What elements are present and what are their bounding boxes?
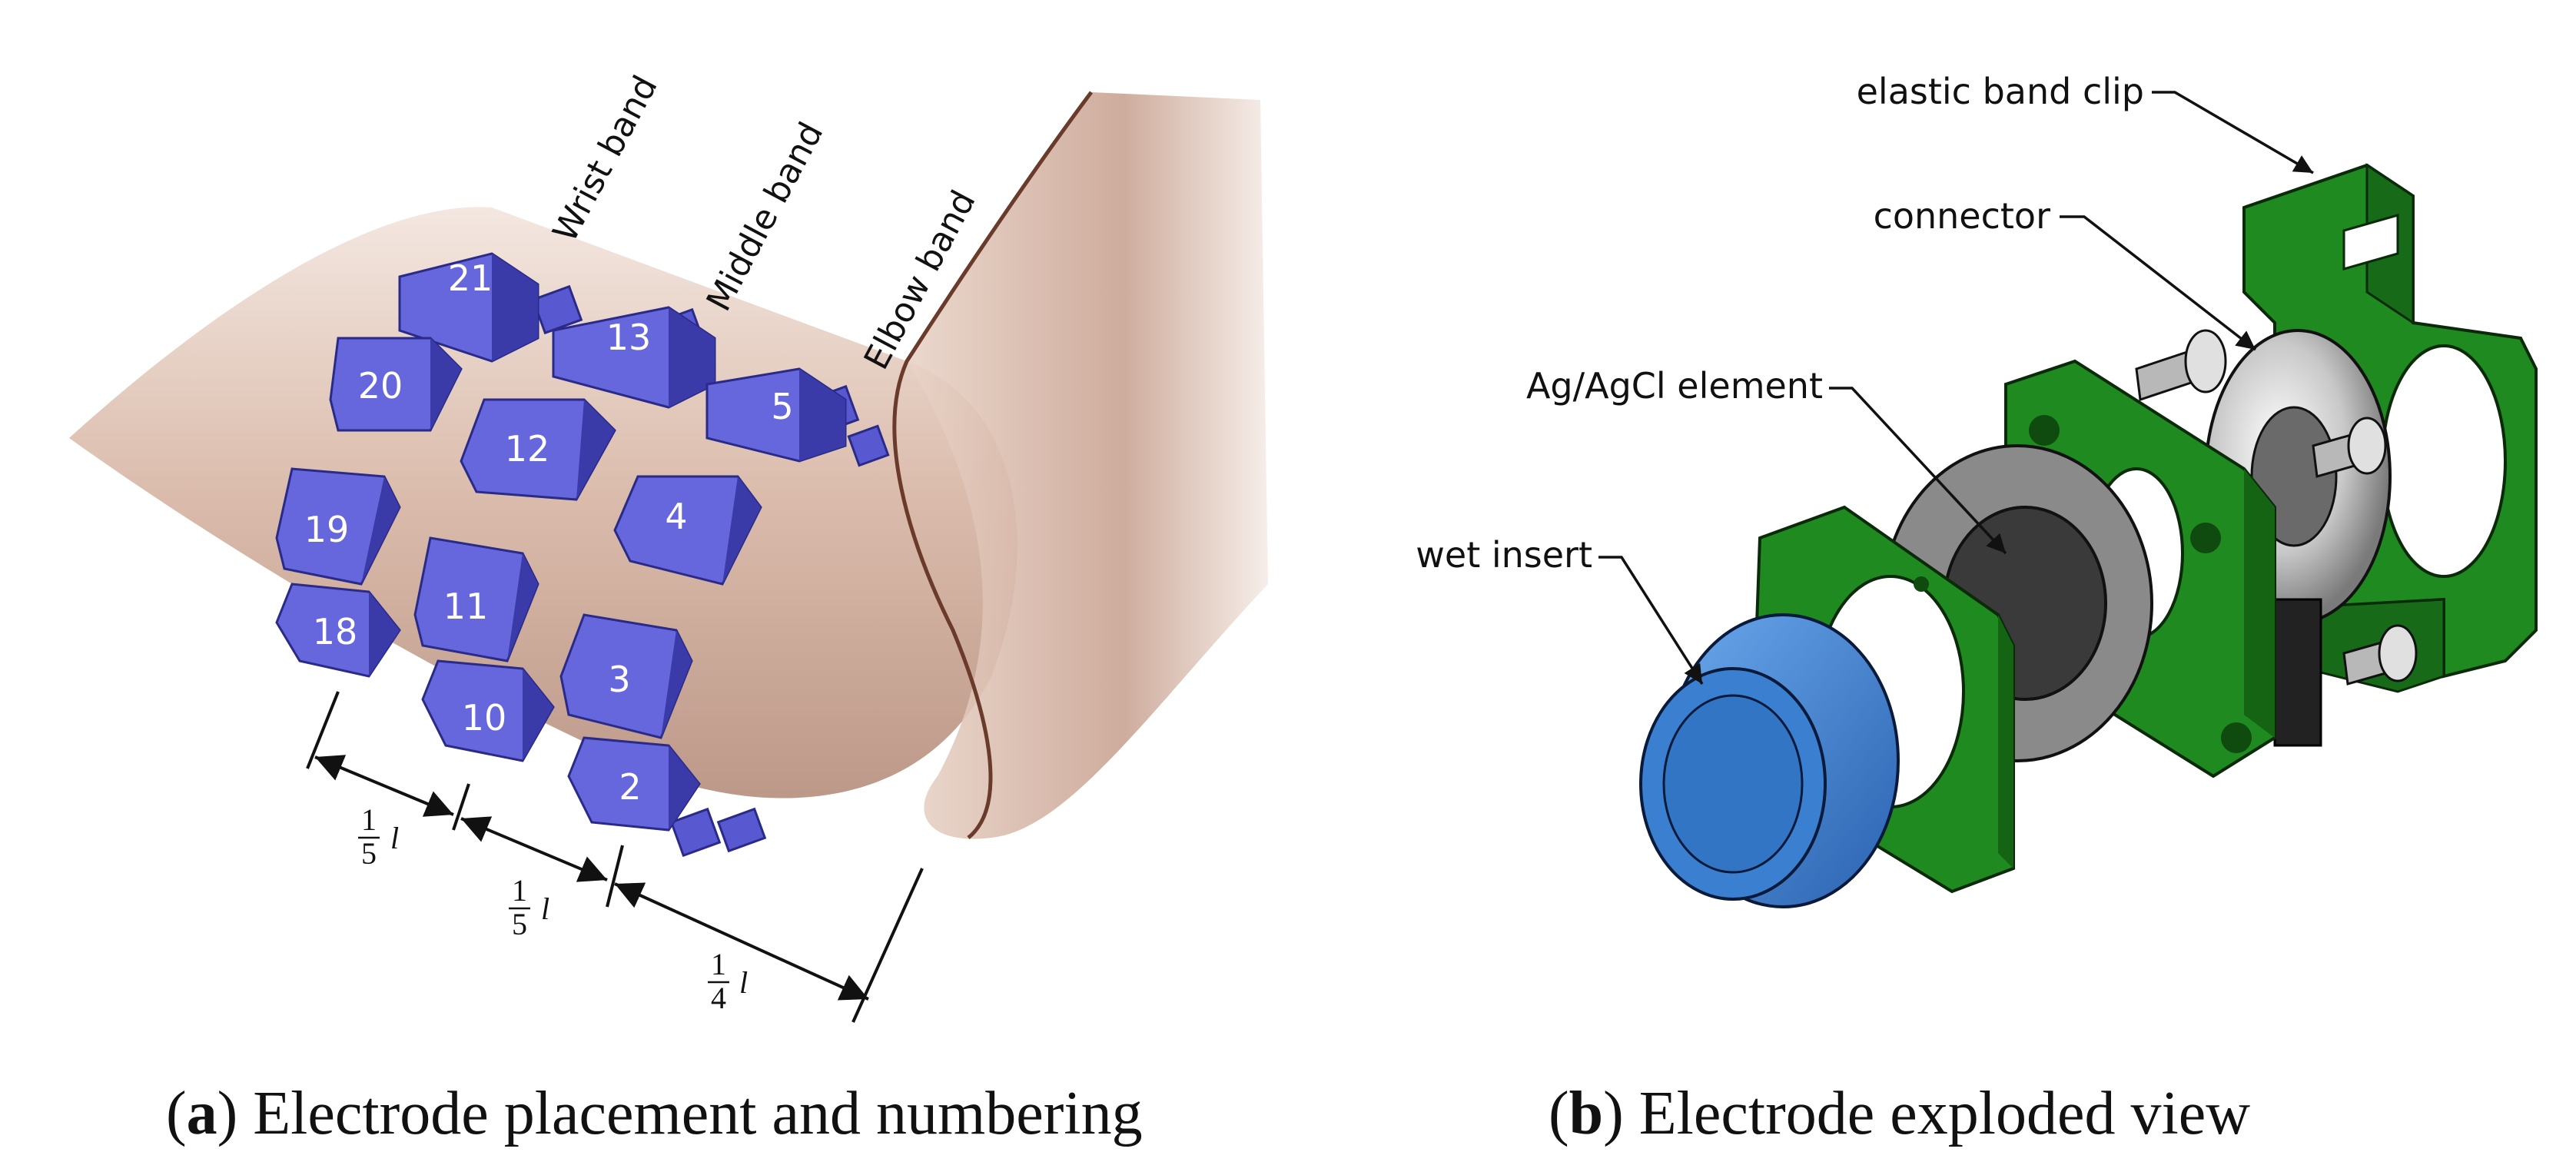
svg-text:l: l — [739, 965, 748, 1000]
svg-text:5: 5 — [512, 907, 527, 941]
electrode-label: 13 — [606, 317, 652, 358]
leader-lines — [1598, 91, 2314, 685]
electrode-label: 2 — [619, 766, 641, 808]
electrode-18: 18 — [275, 583, 401, 678]
electrode-19: 19 — [275, 467, 401, 586]
electrode-label: 3 — [608, 659, 630, 700]
electrode-label: 5 — [771, 386, 793, 427]
dimension-label-3: 1 4 l — [708, 947, 748, 1015]
electrode-label: 11 — [443, 586, 489, 627]
screws — [2135, 329, 2418, 686]
electrode-label: 21 — [448, 257, 493, 299]
electrode-11: 11 — [413, 536, 539, 662]
svg-text:1: 1 — [512, 873, 527, 908]
electrode-12: 12 — [460, 398, 616, 501]
electrode-label: 12 — [505, 428, 550, 470]
electrode-21: 21 — [398, 252, 539, 363]
forearm — [69, 207, 1017, 798]
electrode-13: 13 — [552, 306, 716, 409]
electrode-20: 20 — [329, 337, 463, 432]
elbow-outline — [892, 91, 1094, 839]
electrode-4: 4 — [613, 475, 762, 586]
caption-b: (b) Electrode exploded view — [1549, 1080, 2250, 1147]
part-label-connector: connector — [1874, 195, 2051, 237]
electrode-label: 19 — [304, 509, 350, 550]
dimension-label-2: 1 5 l — [509, 873, 549, 941]
electrode-10: 10 — [421, 659, 555, 762]
electrode-2: 2 — [567, 736, 701, 832]
svg-text:1: 1 — [711, 947, 726, 981]
band-label-wrist: Wrist band — [546, 69, 666, 248]
part-label-elastic-band-clip: elastic band clip — [1857, 71, 2144, 112]
svg-text:5: 5 — [361, 836, 377, 871]
electrode-label: 4 — [665, 496, 687, 537]
electrode-label: 20 — [358, 365, 403, 407]
part-label-agagcl-element: Ag/AgCl element — [1526, 365, 1823, 407]
wet-insert — [1639, 613, 1900, 908]
svg-text:l: l — [541, 891, 549, 926]
electrode-label: 10 — [462, 697, 507, 739]
panel-b: elastic band clip connector Ag/AgCl elem… — [1416, 71, 2538, 1147]
panel-a: 21 13 5 20 12 4 19 — [69, 69, 1268, 1147]
band-label-middle: Middle band — [699, 116, 832, 317]
svg-text:1: 1 — [361, 802, 377, 837]
dimension-label-1: 1 5 l — [358, 802, 399, 871]
svg-text:l: l — [390, 821, 399, 855]
electrode-5: 5 — [705, 367, 847, 463]
dimension-lines — [306, 691, 924, 1023]
svg-text:4: 4 — [711, 981, 726, 1015]
upper-arm — [907, 92, 1268, 839]
electrode-3: 3 — [559, 613, 693, 739]
part-label-wet-insert: wet insert — [1416, 534, 1592, 576]
electrode-label: 18 — [313, 611, 358, 652]
caption-a: (a) Electrode placement and numbering — [166, 1080, 1143, 1147]
